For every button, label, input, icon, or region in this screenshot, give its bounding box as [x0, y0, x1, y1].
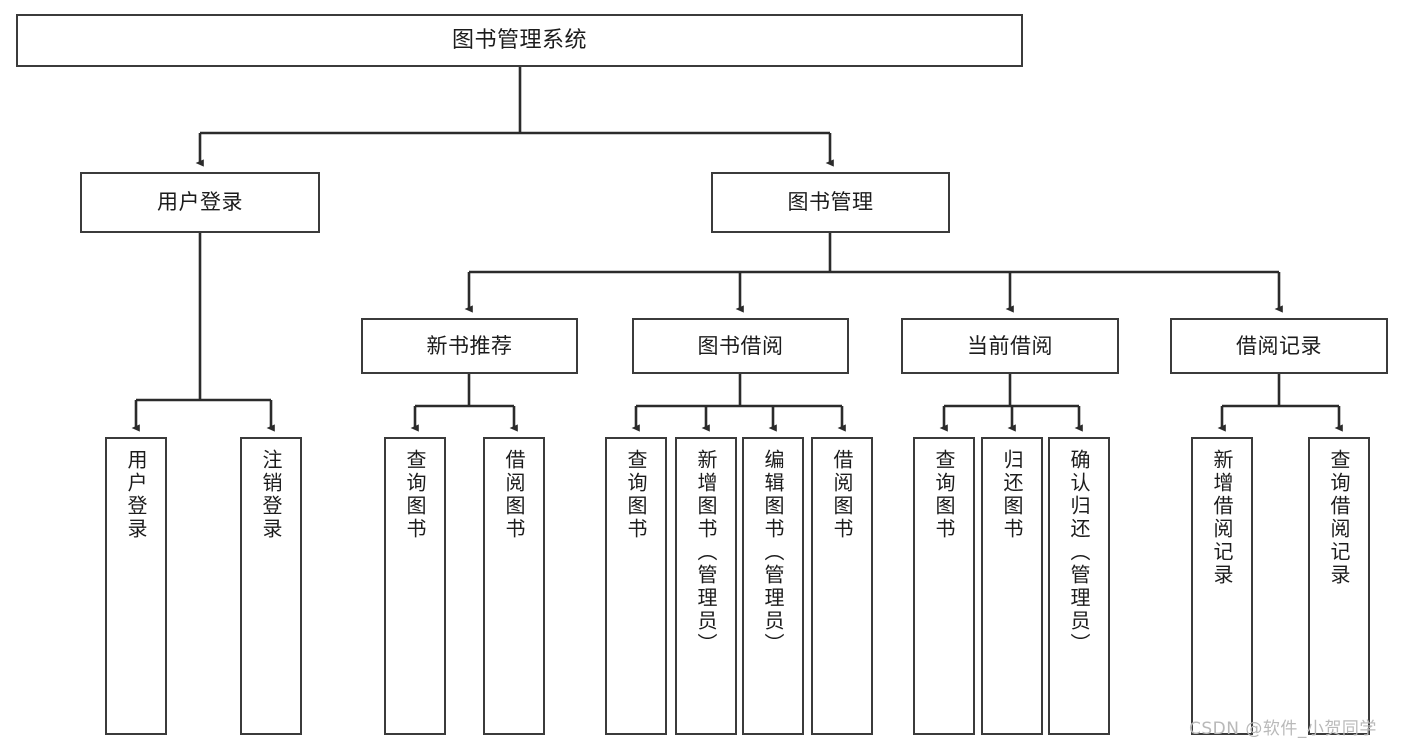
node-label: 查询图书 [403, 449, 427, 541]
node-label: 借阅记录 [1236, 333, 1322, 358]
node-label: 图书借阅 [697, 333, 784, 358]
node-label: 查询图书 [624, 449, 648, 541]
node-book-management[interactable]: 图书管理 [711, 172, 950, 233]
node-leaf-confirm-return[interactable]: 确认归还（管理员） [1048, 437, 1110, 735]
node-label: 借阅图书 [830, 449, 854, 541]
node-leaf-query-book-borrow[interactable]: 查询图书 [605, 437, 667, 735]
node-label: 新增图书（管理员） [694, 449, 718, 656]
node-label: 用户登录 [157, 190, 243, 215]
node-label: 注销登录 [259, 449, 283, 541]
node-label: 图书管理系统 [451, 27, 587, 53]
node-label: 当前借阅 [967, 333, 1053, 358]
csdn-watermark: CSDN @软件_小贺同学 [1189, 719, 1377, 739]
node-leaf-user-login[interactable]: 用户登录 [105, 437, 167, 735]
node-leaf-logout-login[interactable]: 注销登录 [240, 437, 302, 735]
node-label: 编辑图书（管理员） [761, 449, 785, 656]
node-leaf-return-book[interactable]: 归还图书 [981, 437, 1043, 735]
node-label: 确认归还（管理员） [1067, 449, 1091, 656]
node-label: 图书管理 [787, 190, 874, 215]
node-current-borrow[interactable]: 当前借阅 [901, 318, 1119, 374]
node-label: 归还图书 [1000, 449, 1024, 541]
node-user-login[interactable]: 用户登录 [80, 172, 320, 233]
node-leaf-add-book[interactable]: 新增图书（管理员） [675, 437, 737, 735]
node-leaf-borrow-book-recommend[interactable]: 借阅图书 [483, 437, 545, 735]
node-label: 用户登录 [124, 449, 148, 541]
node-label: 新增借阅记录 [1210, 449, 1234, 587]
node-leaf-query-book-recommend[interactable]: 查询图书 [384, 437, 446, 735]
node-leaf-edit-book[interactable]: 编辑图书（管理员） [742, 437, 804, 735]
node-leaf-query-book-current[interactable]: 查询图书 [913, 437, 975, 735]
node-label: 查询借阅记录 [1327, 449, 1351, 587]
node-leaf-borrow-book[interactable]: 借阅图书 [811, 437, 873, 735]
node-new-book-recommend[interactable]: 新书推荐 [361, 318, 578, 374]
node-borrow-record[interactable]: 借阅记录 [1170, 318, 1388, 374]
node-label: 借阅图书 [502, 449, 526, 541]
node-leaf-add-borrow-record[interactable]: 新增借阅记录 [1191, 437, 1253, 735]
node-label: 查询图书 [932, 449, 956, 541]
node-book-borrow[interactable]: 图书借阅 [632, 318, 849, 374]
node-root-system[interactable]: 图书管理系统 [16, 14, 1023, 67]
node-leaf-query-borrow-record[interactable]: 查询借阅记录 [1308, 437, 1370, 735]
node-label: 新书推荐 [426, 333, 513, 358]
